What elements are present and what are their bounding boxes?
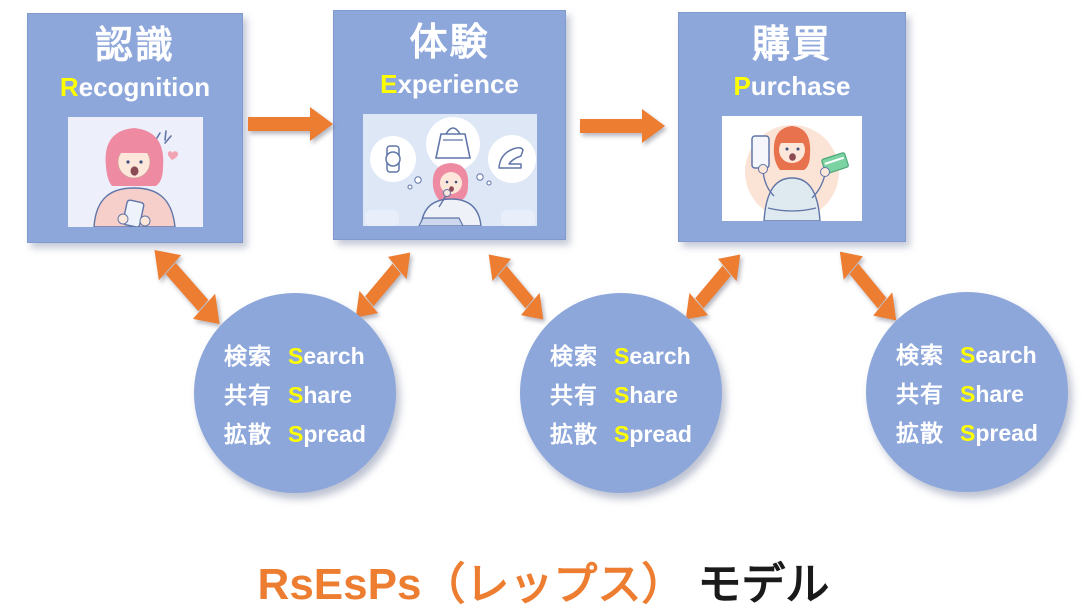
purchase-illustration [722,116,862,221]
arrow-experience-loop2-icon [485,250,547,324]
loop-row-share: 共有 Share [550,376,692,410]
loop-row-spread: 拡散 Spread [550,415,692,449]
page-title: RsEsPs（レップス）モデル [0,548,1087,612]
label-en-rest: earch [975,342,1037,368]
stage-title-en-rest: xperience [397,69,519,99]
label-en-initial: S [614,421,630,447]
arrow-purchase-loop3-icon [836,247,900,325]
stage-title-en-rest: urchase [750,71,851,101]
stage-box-recognition: 認識 Recognition [27,13,243,243]
label-en-initial: S [614,343,630,369]
label-en: Share [614,382,678,409]
label-en-rest: pread [629,421,692,447]
label-jp: 拡散 [896,420,944,446]
loop-row-spread: 拡散 Spread [896,414,1038,448]
arrow-purchase-loop2-icon [682,250,744,324]
stage-title-jp: 購買 [751,24,832,66]
stage-title-en-rest: ecognition [78,72,211,102]
stage-initial-letter: P [733,71,751,101]
experience-illustration [362,114,537,226]
label-en: Spread [614,421,692,448]
loop-rows: 検索 Search 共有 Share 拡散 Spread [896,336,1038,448]
stage-title-en: Recognition [60,72,210,102]
label-en-rest: hare [303,382,352,408]
label-en-initial: S [960,381,976,407]
stage-title-jp: 認識 [94,25,175,67]
label-en-rest: hare [975,381,1024,407]
label-en-initial: S [614,382,630,408]
sss-loop-circle-3: 検索 Search 共有 Share 拡散 Spread [866,292,1068,492]
label-jp: 拡散 [550,421,598,447]
label-jp: 共有 [550,382,598,408]
label-en-initial: S [288,421,304,447]
stage-box-purchase: 購買 Purchase [678,12,906,242]
sss-loop-circle-1: 検索 Search 共有 Share 拡散 Spread [194,293,396,493]
loop-row-search: 検索 Search [896,336,1038,370]
page-title-suffix: モデル [697,560,830,609]
stage-initial-letter: E [380,69,398,99]
label-jp: 検索 [224,343,272,369]
label-en: Share [960,381,1024,408]
stage-title-en: Experience [380,69,519,99]
label-en: Share [288,382,352,409]
label-en: Search [614,343,691,370]
page-title-main: RsEsPs（レップス） [257,560,686,609]
loop-row-spread: 拡散 Spread [224,415,366,449]
stage-initial-letter: R [59,72,79,102]
loop-row-share: 共有 Share [224,376,366,410]
label-en-rest: earch [629,343,691,369]
sss-loop-circle-2: 検索 Search 共有 Share 拡散 Spread [520,293,722,493]
label-jp: 共有 [224,382,272,408]
loop-row-share: 共有 Share [896,375,1038,409]
label-jp: 検索 [550,343,598,369]
arrow-experience-to-purchase-icon [580,108,665,144]
loop-rows: 検索 Search 共有 Share 拡散 Spread [224,337,366,449]
loop-row-search: 検索 Search [550,337,692,371]
label-jp: 共有 [896,381,944,407]
label-en-rest: hare [629,382,678,408]
label-en-rest: earch [303,343,365,369]
label-en-initial: S [288,382,304,408]
stage-title-en: Purchase [733,71,850,101]
label-en-initial: S [960,342,976,368]
label-en-rest: pread [975,420,1038,446]
label-jp: 検索 [896,342,944,368]
label-en-initial: S [288,343,304,369]
arrow-recognition-loop1-icon [150,245,224,329]
arrow-recognition-to-experience-icon [248,106,333,142]
stage-box-experience: 体験 Experience [333,10,566,240]
label-jp: 拡散 [224,421,272,447]
label-en-initial: S [960,420,976,446]
label-en: Spread [288,421,366,448]
loop-row-search: 検索 Search [224,337,366,371]
recognition-illustration [67,117,203,227]
label-en: Search [960,342,1037,369]
label-en-rest: pread [303,421,366,447]
label-en: Spread [960,420,1038,447]
arrow-experience-loop1-icon [352,248,414,322]
label-en: Search [288,343,365,370]
stage-title-jp: 体験 [409,22,490,64]
loop-rows: 検索 Search 共有 Share 拡散 Spread [550,337,692,449]
